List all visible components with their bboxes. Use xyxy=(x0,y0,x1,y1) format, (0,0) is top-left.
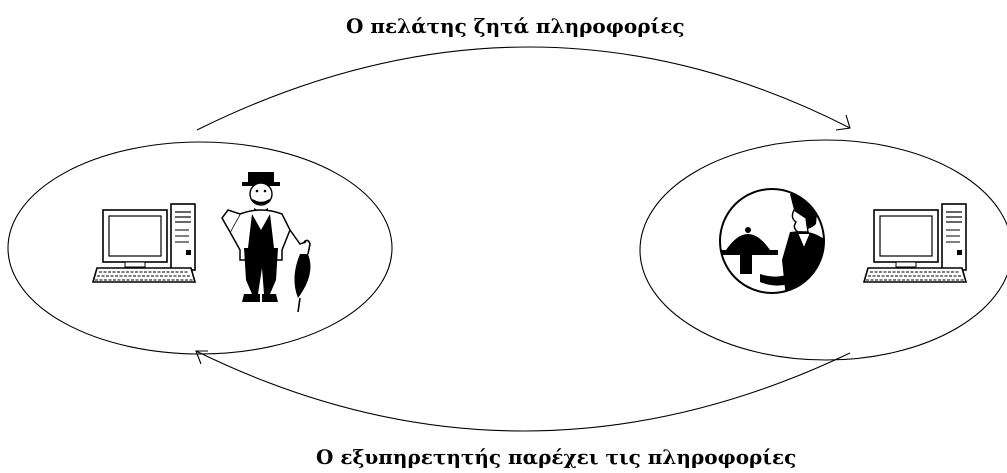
response-arrow xyxy=(196,351,850,431)
request-label: Ο πελάτης ζητά πληροφορίες xyxy=(346,14,685,38)
response-label: Ο εξυπηρετητής παρέχει τις πληροφορίες xyxy=(316,445,796,469)
client-computer-icon xyxy=(93,204,195,282)
customer-with-umbrella-icon xyxy=(222,172,310,312)
request-arrow xyxy=(197,47,850,130)
response-arrowhead xyxy=(196,351,208,364)
client-ellipse xyxy=(8,142,392,354)
waiter-with-tray-icon xyxy=(720,189,830,298)
server-computer-icon xyxy=(864,204,966,282)
